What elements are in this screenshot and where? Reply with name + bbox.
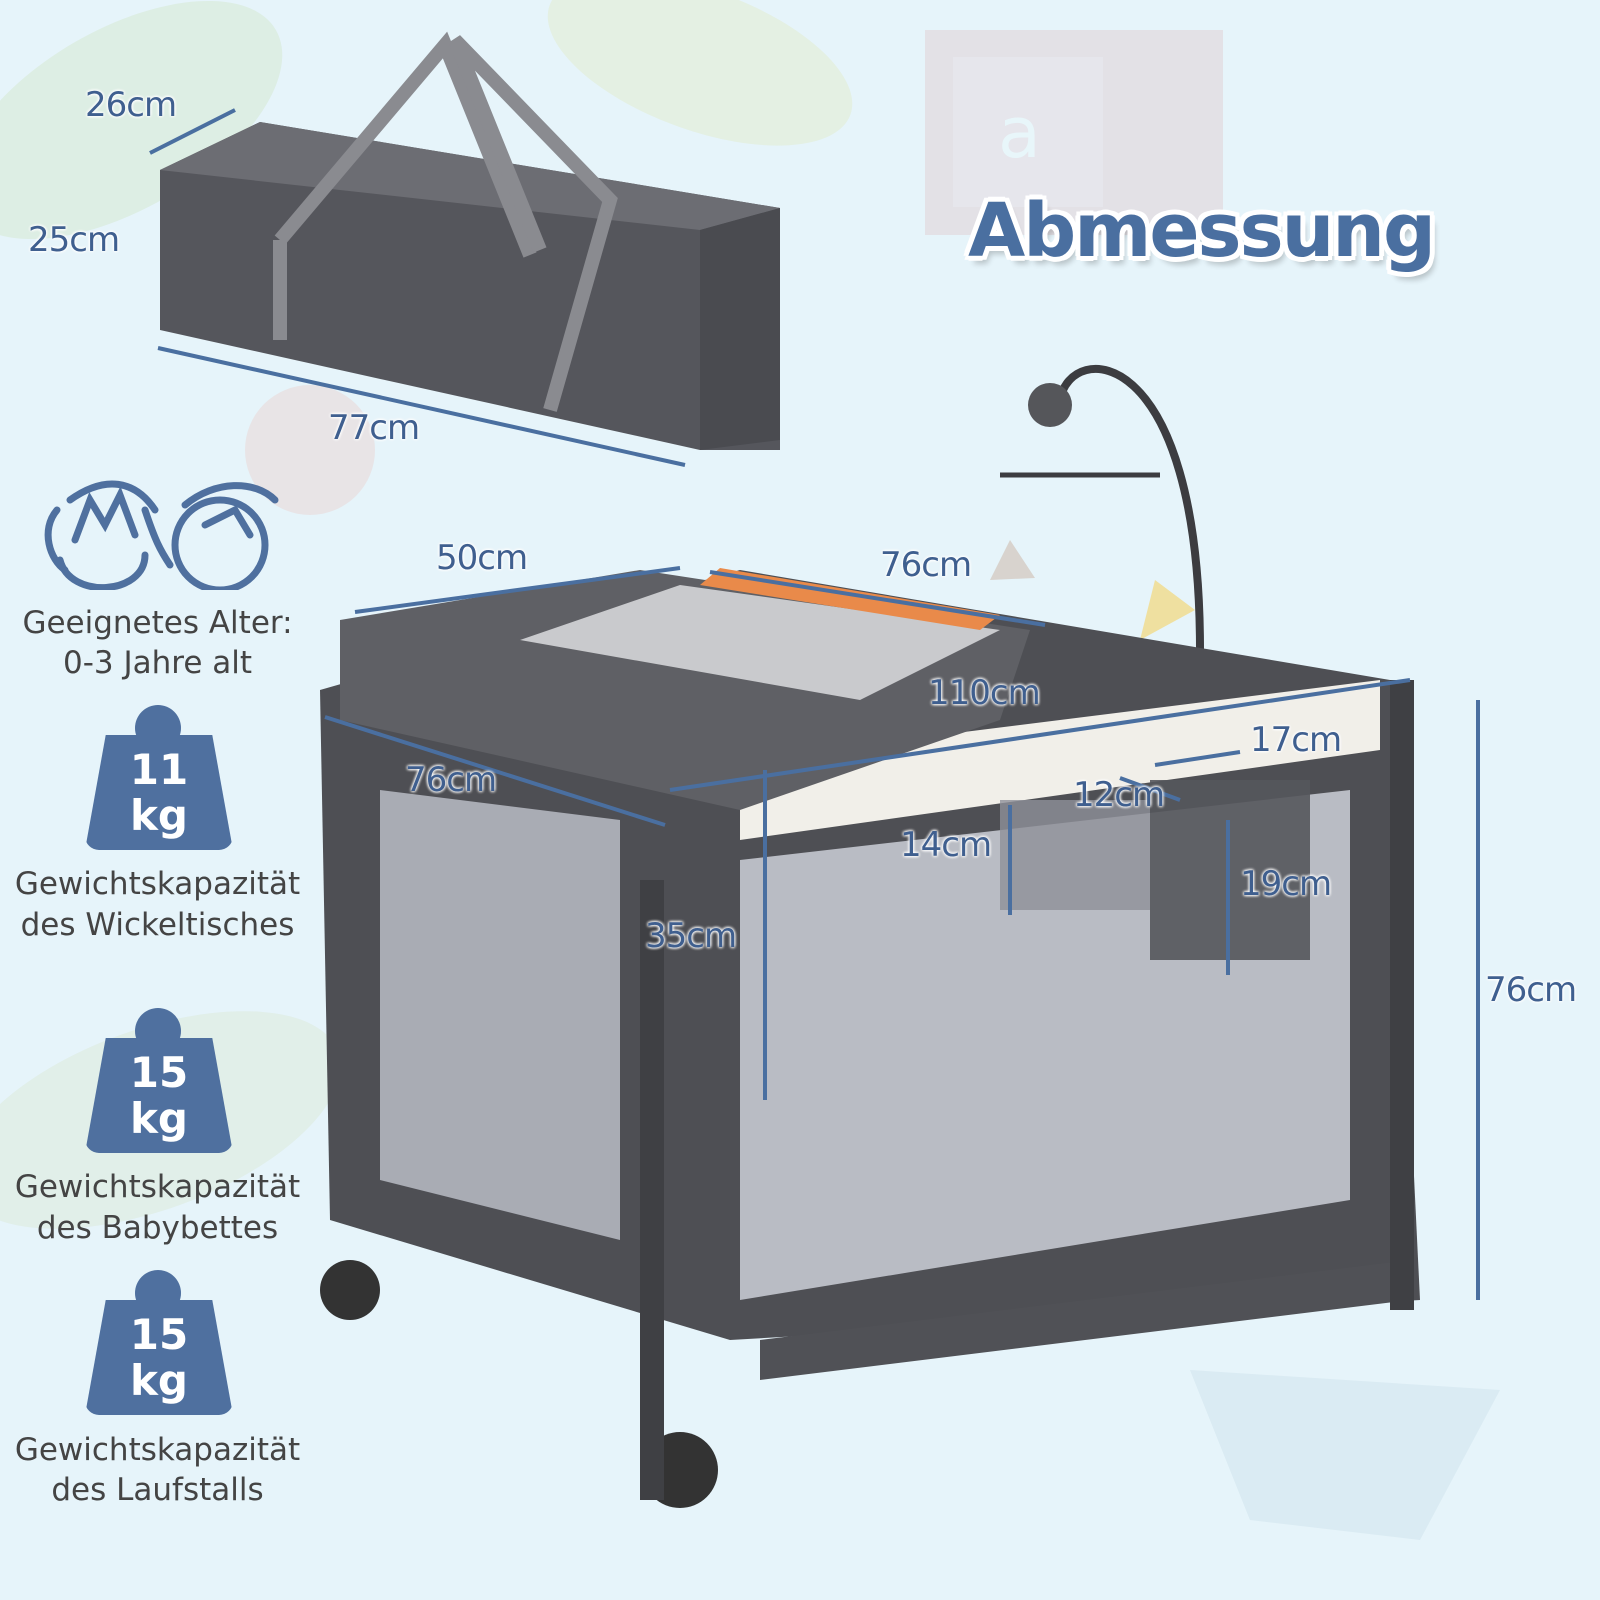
basket-height-large-label: 19cm <box>1240 864 1332 904</box>
bag-length-label: 77cm <box>328 408 420 448</box>
bag-depth-label: 26cm <box>85 85 177 125</box>
weight-caption-2b: des Babybettes <box>36 1210 279 1246</box>
bassinet-depth-label: 35cm <box>645 916 737 956</box>
weight-caption-3a: Gewichtskapazität <box>14 1432 301 1468</box>
page-title: Abmessung <box>968 188 1436 274</box>
basket-height-small-label: 14cm <box>900 825 992 865</box>
weight-icon: 15 kg <box>85 1270 233 1415</box>
weight-value: 15 <box>129 1310 189 1359</box>
age-line-2: 0-3 Jahre alt <box>62 645 253 681</box>
weight-value: 15 <box>129 1048 189 1097</box>
changing-table-depth-label: 50cm <box>436 538 528 578</box>
total-height-label: 76cm <box>1485 970 1577 1010</box>
weight-caption-1a: Gewichtskapazität <box>14 866 301 902</box>
age-line-1: Geeignetes Alter: <box>22 605 293 641</box>
weight-caption-3b: des Laufstalls <box>51 1472 264 1508</box>
organizer-width-label: 17cm <box>1250 720 1342 760</box>
total-length-label: 110cm <box>928 673 1041 713</box>
organizer-gap-label: 12cm <box>1073 775 1165 815</box>
crib-width-label: 76cm <box>405 760 497 800</box>
weight-value: 11 <box>129 745 189 794</box>
bag-height-label: 25cm <box>28 220 120 260</box>
weight-unit: kg <box>130 791 188 840</box>
travel-cot-image <box>320 364 1420 1508</box>
weight-icon: 15 kg <box>85 1008 233 1153</box>
weight-unit: kg <box>130 1356 188 1405</box>
weight-icon: 11 kg <box>85 705 233 850</box>
weight-caption-1b: des Wickeltisches <box>20 907 295 943</box>
children-faces-icon <box>44 480 279 590</box>
weight-unit: kg <box>130 1094 188 1143</box>
changing-table-length-label: 76cm <box>880 545 972 585</box>
logo-letter: a <box>998 92 1041 174</box>
carry-bag-image <box>149 31 780 467</box>
weight-caption-2a: Gewichtskapazität <box>14 1169 301 1205</box>
